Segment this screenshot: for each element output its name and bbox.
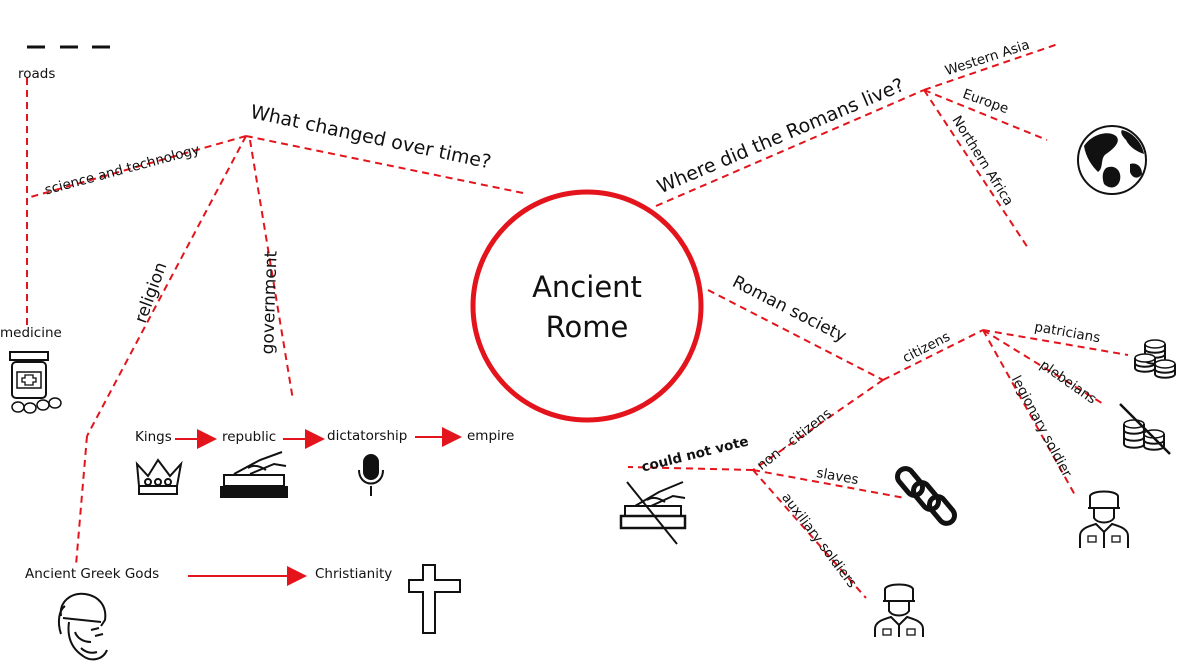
religion-greek-gods: Ancient Greek Gods [25,566,160,582]
legionary-soldier-icon [1079,490,1129,548]
no-coins-icon [1119,403,1171,455]
society-branch-lines [627,289,1129,599]
gov-empire: empire [467,428,515,444]
chain-icon [895,466,957,526]
greek-god-icon [57,592,108,661]
live-branch-lines [655,43,1059,249]
label-roads: roads [18,66,56,82]
gov-dictatorship: dictatorship [327,428,408,444]
globe-icon [1077,125,1147,195]
pills-icon [11,397,62,414]
religion-christianity: Christianity [315,566,393,582]
coins-icon [1134,339,1176,379]
no-vote-icon [619,481,687,545]
government-arrows [175,427,462,449]
gov-kings: Kings [135,429,172,445]
center-circle [470,189,704,423]
gov-republic: republic [222,429,277,445]
center-title-line1: Ancient [532,270,642,304]
changed-branch-lines [26,78,524,566]
microphone-icon [358,454,384,496]
medicine-bottle-icon [9,351,49,399]
center-title: Ancient Rome [470,190,704,424]
crown-icon [135,458,183,495]
auxiliary-soldier-icon [874,583,924,637]
label-government: government [258,250,282,355]
ballot-box-icon [220,451,288,498]
cross-icon [408,564,461,634]
label-medicine: medicine [0,325,62,341]
center-title-line2: Rome [545,310,629,344]
